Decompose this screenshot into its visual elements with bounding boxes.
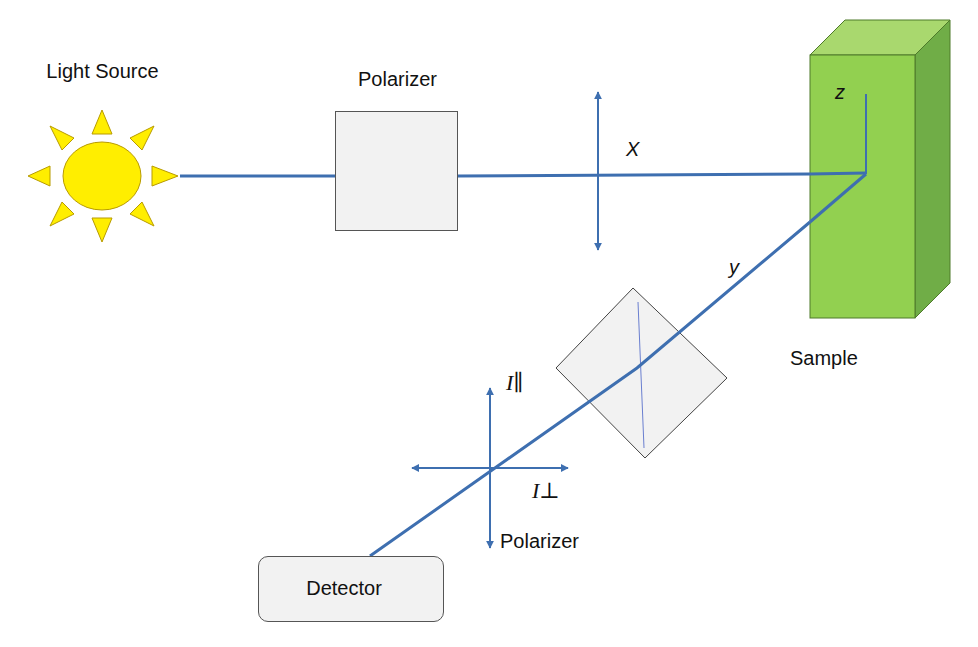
axis-label: y [729, 256, 739, 279]
polarizer-box: Polarizer [335, 111, 458, 231]
node-label: Polarizer [316, 68, 479, 91]
light-source: Light Source [25, 58, 180, 248]
beam-line [810, 94, 866, 222]
sun-symbol [28, 110, 178, 242]
node-label: Light Source [25, 60, 180, 83]
beam-connector [458, 174, 810, 176]
sample-box: zSample [810, 55, 915, 318]
axis-label: Polarizer [500, 530, 579, 553]
detector-box: Detector [258, 556, 444, 622]
axis-label: I⊥ [532, 478, 560, 504]
polarization-arrow [412, 467, 568, 469]
sample-block [810, 20, 950, 318]
node-label: Detector [259, 577, 429, 600]
polarization-arrow [597, 92, 599, 250]
beam-connector [370, 222, 810, 556]
node-label: z [835, 81, 845, 104]
beam-connector [180, 175, 335, 178]
node-label: Sample [790, 347, 858, 370]
axis-label: X [626, 138, 639, 161]
axis-label: I∥ [506, 370, 524, 396]
